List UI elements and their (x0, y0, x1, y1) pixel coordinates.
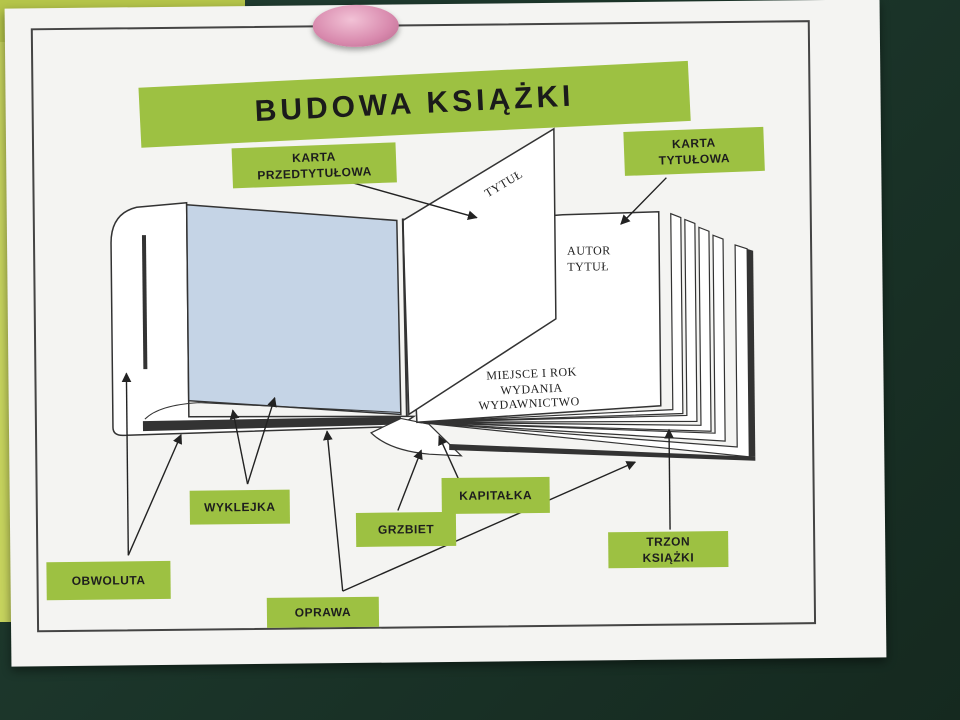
imprint-line-3: WYDAWNICTWO (478, 394, 580, 413)
arrow-oprawa-2 (342, 461, 637, 592)
book-diagram: TYTUŁ AUTOR TYTUŁ MIEJSCE I ROK WYDANIA … (110, 127, 756, 592)
pointer-arrows (121, 177, 675, 592)
arrow-wyklejka-1 (229, 409, 249, 485)
title-page-title: TYTUŁ (567, 259, 609, 273)
arrow-oprawa-1 (323, 430, 344, 592)
imprint-line-1: MIEJSCE I ROK (486, 364, 577, 382)
gutter-line (401, 218, 408, 417)
diagram-sheet: TYTUŁ AUTOR TYTUŁ MIEJSCE I ROK WYDANIA … (4, 0, 887, 667)
arrow-wyklejka-2 (246, 396, 277, 485)
page-title: BUDOWA KSIĄŻKI (254, 79, 576, 129)
title-page-author: AUTOR (567, 243, 611, 257)
half-title-page-shape (402, 127, 557, 416)
dust-jacket-flap-line (141, 235, 148, 370)
label-grzbiet: GRZBIET (355, 511, 457, 547)
front-cover-board (142, 416, 401, 432)
label-karta-przedtytulowa: KARTA PRZEDTYTUŁOWA (231, 142, 397, 189)
arrow-obwoluta-1 (121, 372, 132, 556)
arrow-karta-tytulowa (620, 177, 667, 225)
label-trzon-ksiazki: TRZON KSIĄŻKI (608, 531, 729, 569)
endpaper-bottom-curl (144, 402, 401, 420)
endpaper-shape (185, 203, 402, 416)
arrow-obwoluta-2 (127, 433, 183, 556)
label-obwoluta: OBWOLUTA (46, 560, 171, 601)
imprint-line-2: WYDANIA (500, 381, 563, 398)
arrow-karta-przedtytulowa (346, 180, 478, 220)
arrow-grzbiet (397, 449, 423, 511)
arrow-trzon (664, 428, 675, 530)
label-wyklejka: WYKLEJKA (189, 489, 290, 525)
label-kapitalka: KAPITAŁKA (441, 476, 550, 515)
label-karta-tytulowa: KARTA TYTUŁOWA (623, 126, 765, 176)
label-oprawa: OPRAWA (266, 596, 380, 628)
